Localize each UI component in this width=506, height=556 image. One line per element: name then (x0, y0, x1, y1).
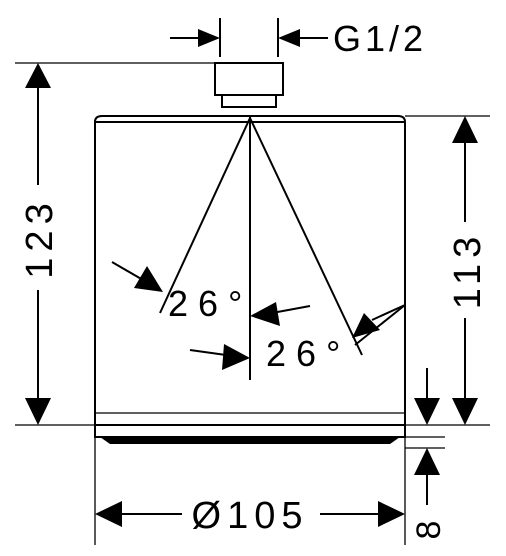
thread-dimension: G1/2 (170, 18, 427, 59)
height-body-label: 113 (447, 231, 489, 310)
diameter-dimension: Ø105 (94, 437, 406, 545)
plate-thickness-label: 8 (410, 521, 448, 540)
spray-plate (94, 425, 406, 444)
height-total-label: 123 (19, 197, 61, 278)
angle-outer-label: 26° (266, 333, 350, 374)
spray-angle-lines (159, 116, 406, 380)
plate-thickness-dimension: 8 (405, 368, 448, 539)
angle-inner-dimension: 26° (111, 261, 311, 326)
height-body-dimension: 113 (405, 115, 490, 426)
thread-connector (214, 62, 284, 108)
angle-inner-label: 26° (168, 283, 252, 324)
height-total-dimension: 123 (15, 62, 215, 426)
diameter-label: Ø105 (192, 495, 309, 537)
angle-outer-dimension: 26° (189, 304, 406, 374)
thread-label: G1/2 (333, 18, 427, 59)
